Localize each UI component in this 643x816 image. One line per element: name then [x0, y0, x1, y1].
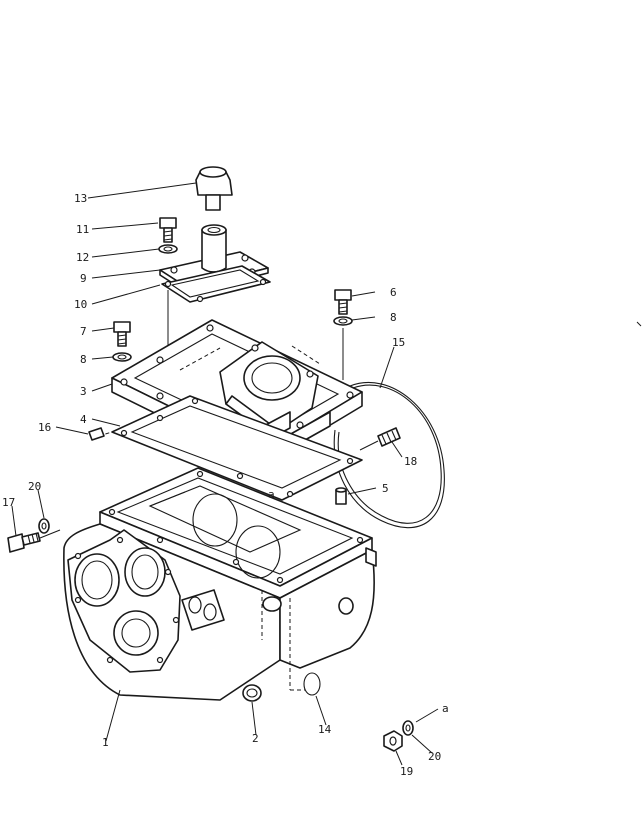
- callout-20-right: 20: [428, 750, 441, 763]
- callout-1: 1: [102, 736, 109, 749]
- callout-20-left: 20: [28, 480, 41, 493]
- part-17-bolt: [7, 529, 61, 553]
- part-13-cap: [195, 166, 233, 211]
- callout-16: 16: [38, 421, 51, 434]
- part-19-nut: [383, 730, 403, 752]
- part-20-washer-right: [402, 720, 414, 736]
- callout-11: 11: [76, 223, 89, 236]
- callout-9: 9: [80, 272, 87, 285]
- part-20-washer-left: [38, 518, 50, 534]
- part-7-bolt: [113, 321, 131, 347]
- part-18-stud: [359, 427, 401, 451]
- callout-18: 18: [404, 455, 417, 468]
- callout-15: 15: [392, 336, 405, 349]
- part-5-dowel-pin: [335, 487, 347, 505]
- part-15-o-ring: [333, 381, 445, 529]
- part-2-plug: [242, 684, 262, 702]
- callout-17: 17: [2, 496, 15, 509]
- part-16-dowel-pin: [88, 427, 105, 441]
- callout-2: 2: [252, 732, 259, 745]
- callout-a-lower: a: [442, 702, 449, 715]
- callout-10: 10: [74, 298, 87, 311]
- part-8-washer-left: [112, 352, 132, 362]
- callout-7: 7: [80, 325, 87, 338]
- callout-8-left: 8: [80, 353, 87, 366]
- part-14-o-ring: [303, 672, 321, 696]
- edge-tick-mark: [636, 321, 642, 327]
- part-1-transmission-case: [63, 467, 377, 701]
- callout-6: 6: [390, 286, 397, 299]
- part-12-washer: [158, 244, 178, 254]
- callout-a-upper: a: [268, 488, 275, 501]
- callout-labels: 13 11 12 9 10 6 8 7 8 15 3 4 16 18 a 5 2…: [2, 192, 449, 778]
- callout-19: 19: [400, 765, 413, 778]
- callout-8-right: 8: [390, 311, 397, 324]
- part-11-bolt: [159, 217, 177, 243]
- part-4-gasket: [91, 395, 363, 501]
- part-8-washer-right: [333, 316, 353, 326]
- callout-12: 12: [76, 251, 89, 264]
- callout-5: 5: [382, 482, 389, 495]
- part-6-bolt: [334, 289, 352, 315]
- part-10-gasket: [161, 265, 271, 303]
- leader-lines: [11, 182, 439, 766]
- callout-3: 3: [80, 385, 87, 398]
- callout-13: 13: [74, 192, 87, 205]
- callout-14: 14: [318, 723, 332, 736]
- callout-4: 4: [80, 413, 87, 426]
